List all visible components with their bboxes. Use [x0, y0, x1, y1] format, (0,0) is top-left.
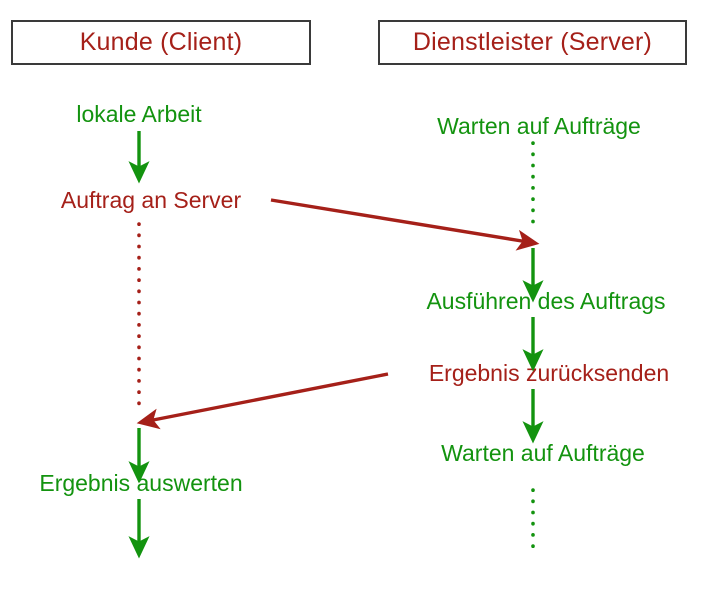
step-warten-auf-auftraege-2: Warten auf Aufträge	[441, 440, 645, 466]
step-ausfuehren-des-auftrags: Ausführen des Auftrags	[426, 288, 666, 314]
step-ergebnis-zuruecksenden: Ergebnis zurücksenden	[428, 360, 670, 386]
message-request-client-to-server	[270, 198, 540, 251]
step-lokale-arbeit: lokale Arbeit	[76, 101, 202, 127]
message-response-server-to-client	[136, 372, 389, 430]
lane-header-server: Dienstleister (Server)	[378, 20, 687, 65]
step-warten-auf-auftraege-1: Warten auf Aufträge	[437, 113, 641, 139]
lane-header-client: Kunde (Client)	[11, 20, 311, 65]
step-auftrag-an-server: Auftrag an Server	[60, 187, 242, 213]
